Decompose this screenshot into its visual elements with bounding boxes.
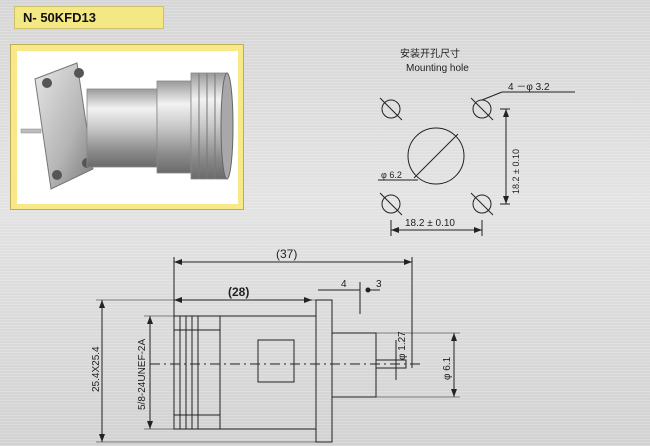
center-dia-label: φ 6.2 — [381, 170, 402, 180]
mounting-label-en: Mounting hole — [406, 63, 469, 74]
pin-dia-label: φ 1.27 — [397, 331, 408, 360]
flange-size-label: 25.4X25.4 — [91, 346, 102, 392]
flange-hole — [42, 78, 52, 88]
product-photo-frame — [10, 44, 244, 210]
product-photo — [17, 51, 238, 204]
center-pin — [20, 128, 42, 134]
hole-spec-label: 4 －φ 3.2 — [508, 82, 550, 93]
connector-nut — [156, 80, 192, 174]
flange-hole — [52, 170, 62, 180]
product-title-bar: N- 50KFD13 — [14, 6, 164, 29]
insulator-dia-label: φ 6.1 — [442, 356, 453, 380]
overall-length-label: (37) — [276, 247, 297, 261]
thread-label: 5/8-24UNEF-2A — [137, 339, 148, 410]
mounting-label-cn: 安装开孔尺寸 — [400, 47, 460, 60]
spacing-h-label: 18.2 ± 0.10 — [405, 218, 455, 229]
spacing-v-label: 18.2 ± 0.10 — [511, 149, 521, 194]
dim-3-label: 3 — [376, 279, 382, 290]
dim-4-label: 4 — [341, 279, 347, 290]
product-title: N- 50KFD13 — [23, 10, 96, 25]
body-length-label: (28) — [228, 285, 249, 299]
flange-plate — [34, 62, 94, 190]
flange-hole — [74, 68, 84, 78]
connector-photo-illustration — [20, 62, 234, 190]
connector-body — [86, 88, 158, 168]
